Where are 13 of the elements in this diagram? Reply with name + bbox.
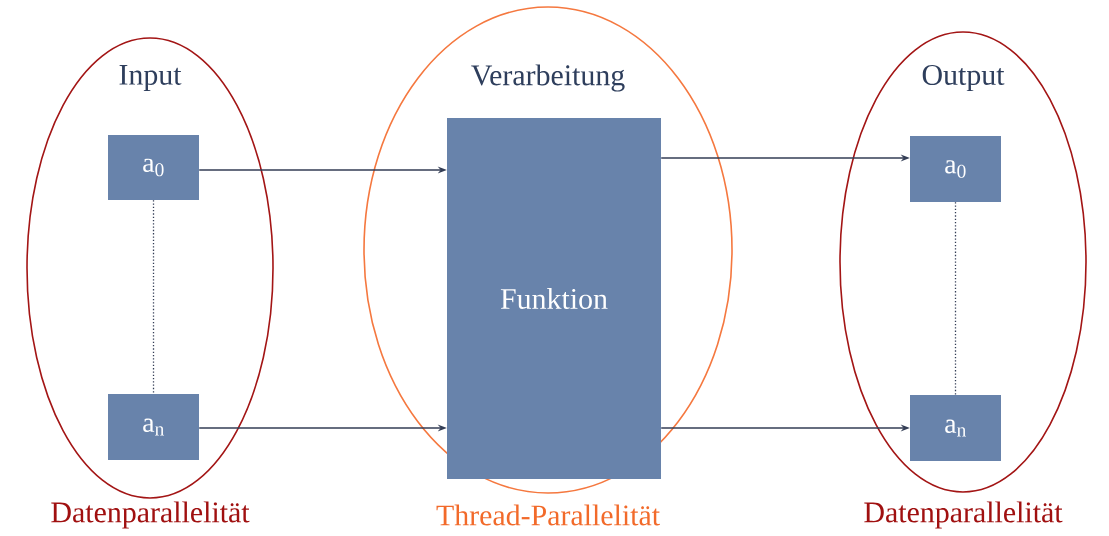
group-heading: Verarbeitung — [471, 64, 625, 92]
group-heading: Output — [922, 64, 1005, 92]
group-caption: Thread-Parallelität — [436, 504, 660, 526]
function-box: Funktion — [447, 118, 661, 479]
group-caption: Datenparallelität — [51, 501, 250, 529]
dotted-line — [152, 199, 155, 395]
data-box: a$_{n}$ — [108, 394, 199, 460]
data-box: a$_{0}$ — [910, 136, 1001, 202]
data-box: a$_{n}$ — [910, 395, 1001, 461]
data-box: a$_{0}$ — [108, 135, 199, 200]
dotted-line — [954, 201, 957, 396]
group-heading: Input — [119, 65, 182, 91]
group-caption: Datenparallelität — [864, 501, 1063, 529]
